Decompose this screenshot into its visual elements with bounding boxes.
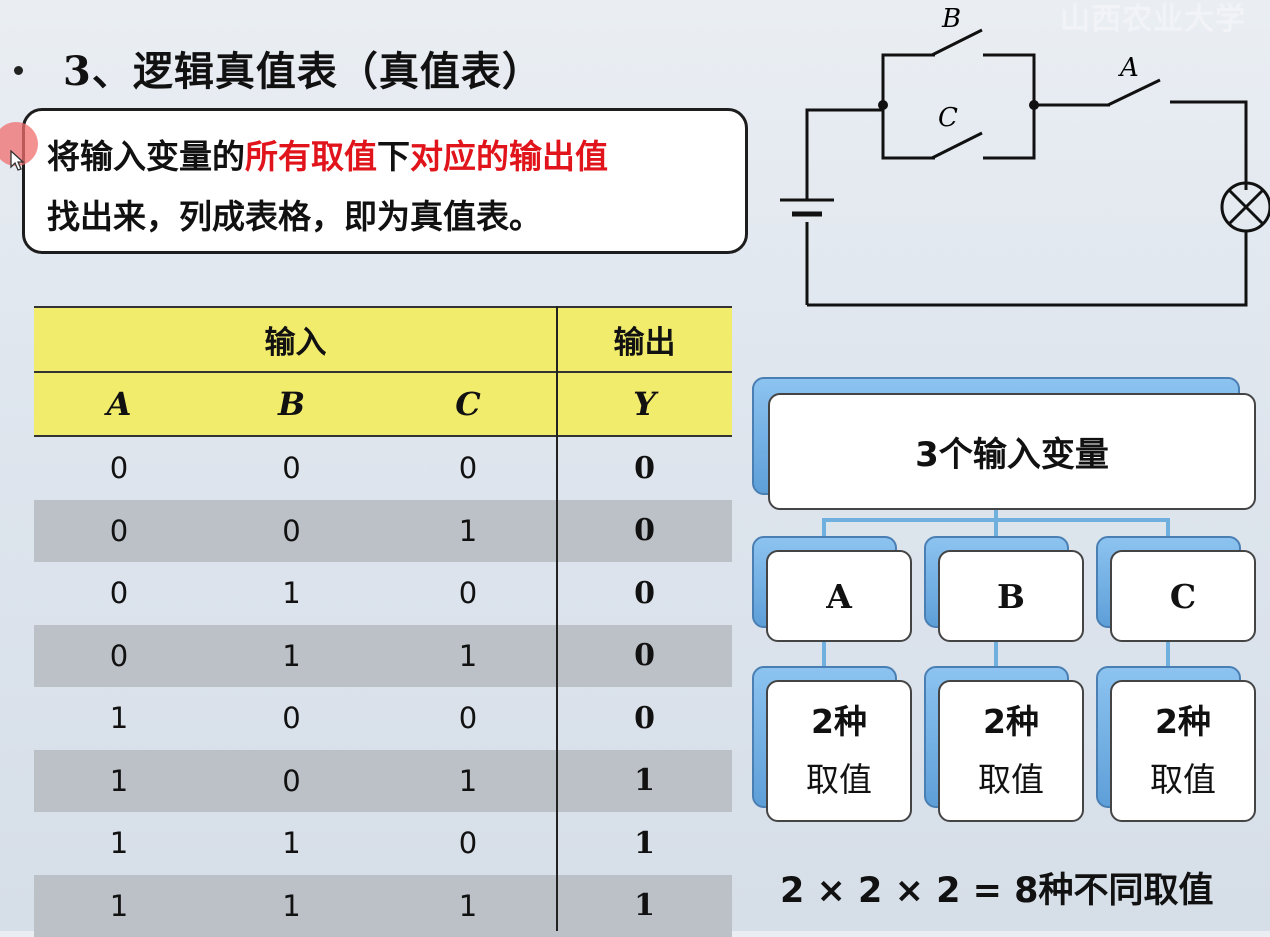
table-cell: 0	[204, 514, 379, 548]
table-cell: 1	[557, 888, 732, 923]
table-header-var-row: A B C Y	[34, 373, 732, 438]
table-cell: 1	[204, 826, 379, 860]
slide-title-row: 3、逻辑真值表（真值表）	[14, 38, 543, 98]
slide-title: 3、逻辑真值表（真值表）	[63, 39, 543, 97]
definition-text-2: 下	[377, 137, 410, 176]
table-cell: 0	[557, 638, 732, 673]
table-cell: 0	[34, 514, 204, 548]
table-cell: 0	[557, 513, 732, 548]
values-line2: 取值	[1150, 751, 1216, 809]
table-cell: 0	[204, 701, 379, 735]
values-line2: 取值	[978, 751, 1044, 809]
table-header-group-row: 输入 输出	[34, 306, 732, 373]
switch-c	[932, 133, 982, 158]
values-line1: 2种	[1155, 693, 1211, 751]
values-box-a: 2种 取值	[766, 680, 912, 822]
header-var-a: A	[34, 385, 204, 423]
definition-text-line2: 找出来，列成表格，即为真值表。	[47, 197, 542, 236]
header-input: 输入	[34, 317, 557, 362]
table-divider	[556, 306, 558, 931]
mouse-cursor-icon	[10, 150, 26, 172]
table-cell: 1	[379, 639, 557, 673]
bullet-icon	[14, 66, 23, 75]
definition-box: 将输入变量的所有取值下对应的输出值 找出来，列成表格，即为真值表。	[22, 108, 748, 254]
table-cell: 1	[204, 576, 379, 610]
switch-a	[1108, 80, 1160, 105]
definition-highlight-2: 对应的输出值	[410, 137, 608, 176]
table-cell: 0	[34, 576, 204, 610]
definition-text-1: 将输入变量的	[47, 137, 245, 176]
values-line2: 取值	[806, 751, 872, 809]
definition-highlight-1: 所有取值	[245, 137, 377, 176]
table-cell: 1	[379, 764, 557, 798]
combinations-formula: 2 × 2 × 2 = 8种不同取值	[780, 862, 1214, 913]
table-cell: 1	[34, 889, 204, 923]
header-var-y: Y	[557, 385, 732, 423]
table-cell: 0	[379, 826, 557, 860]
table-cell: 0	[379, 701, 557, 735]
root-variable-box: 3个输入变量	[768, 393, 1256, 510]
table-cell: 0	[379, 451, 557, 485]
label-c: C	[938, 103, 958, 133]
table-cell: 0	[557, 701, 732, 736]
header-var-b: B	[204, 385, 379, 423]
table-cell: 0	[557, 451, 732, 486]
var-box-c: C	[1110, 550, 1256, 642]
table-cell: 1	[379, 889, 557, 923]
values-line1: 2种	[983, 693, 1039, 751]
circuit-diagram: B C A	[770, 0, 1270, 320]
values-box-c: 2种 取值	[1110, 680, 1256, 822]
table-cell: 0	[34, 639, 204, 673]
table-cell: 1	[557, 763, 732, 798]
var-box-a: A	[766, 550, 912, 642]
values-box-b: 2种 取值	[938, 680, 1084, 822]
table-cell: 0	[204, 451, 379, 485]
table-cell: 1	[204, 639, 379, 673]
label-a: A	[1118, 53, 1139, 83]
table-cell: 1	[34, 764, 204, 798]
table-cell: 1	[557, 826, 732, 861]
label-b: B	[941, 4, 961, 34]
values-line1: 2种	[811, 693, 867, 751]
table-cell: 1	[34, 701, 204, 735]
table-cell: 0	[34, 451, 204, 485]
header-var-c: C	[379, 385, 557, 423]
table-cell: 0	[204, 764, 379, 798]
table-cell: 0	[379, 576, 557, 610]
table-cell: 0	[557, 576, 732, 611]
wire	[807, 110, 883, 200]
table-cell: 1	[379, 514, 557, 548]
header-output: 输出	[557, 317, 732, 362]
table-cell: 1	[204, 889, 379, 923]
table-cell: 1	[34, 826, 204, 860]
var-box-b: B	[938, 550, 1084, 642]
